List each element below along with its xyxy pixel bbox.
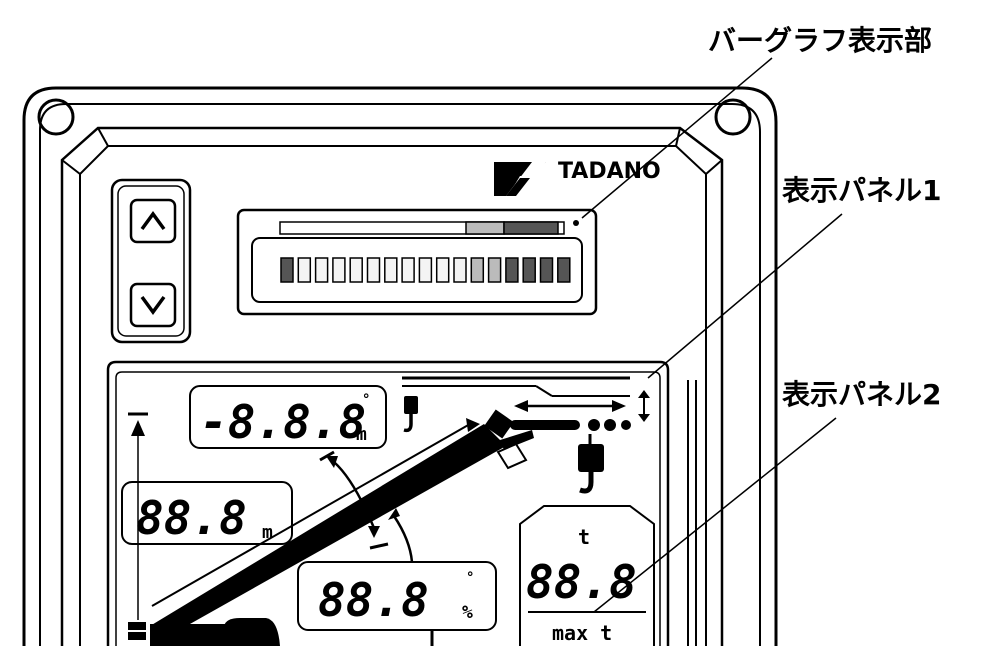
leader-line-panel-1 bbox=[647, 213, 843, 379]
bar-graph-segments bbox=[280, 257, 571, 283]
hook-small-icon bbox=[403, 396, 418, 433]
bar-graph-strip-dark bbox=[503, 221, 559, 235]
bar-graph-segment bbox=[418, 257, 433, 283]
bar-graph-segment bbox=[487, 257, 502, 283]
readout-radius-value: -8.8.8 bbox=[200, 395, 366, 449]
bar-graph-segment bbox=[332, 257, 346, 283]
readout-length-value: 88.8 bbox=[136, 491, 247, 545]
readout-radius-deg-unit: ° bbox=[362, 392, 370, 408]
down-button[interactable] bbox=[129, 282, 177, 328]
bar-graph-segment bbox=[522, 257, 536, 283]
bar-graph-segment bbox=[366, 257, 381, 283]
tadano-logo-icon bbox=[494, 162, 546, 196]
callout-panel-2-label: 表示パネル2 bbox=[782, 378, 941, 411]
leader-line-bar-graph bbox=[581, 57, 773, 219]
chevron-down-icon bbox=[140, 295, 166, 315]
screw-hole-left bbox=[37, 98, 75, 136]
hook-large-icon bbox=[578, 434, 604, 494]
bar-graph-segment bbox=[297, 257, 312, 283]
button-housing-inner bbox=[117, 185, 185, 337]
jib-arrow-icon bbox=[402, 376, 650, 431]
bar-graph-strip-mid bbox=[465, 221, 505, 235]
readout-load-unit: t bbox=[578, 525, 590, 549]
bar-graph-segment bbox=[435, 257, 450, 283]
display-panel-1 bbox=[106, 360, 670, 646]
bar-graph-indicator-dot bbox=[573, 220, 579, 226]
readout-radius-m-unit: m bbox=[356, 424, 367, 445]
up-button[interactable] bbox=[129, 198, 177, 244]
bar-graph-segment bbox=[453, 257, 467, 283]
screw-hole-right bbox=[714, 98, 752, 136]
readout-boom-deg-unit: ° bbox=[466, 570, 474, 586]
faceplate-inner bbox=[79, 145, 707, 646]
brand-name: TADANO bbox=[558, 159, 661, 184]
callout-bar-graph-label: バーグラフ表示部 bbox=[708, 24, 932, 57]
readout-load-box bbox=[519, 505, 655, 646]
bar-graph-segment bbox=[539, 257, 554, 283]
bar-graph-display bbox=[236, 208, 598, 316]
bar-graph-segment bbox=[349, 257, 363, 283]
housing-inner-rim bbox=[39, 103, 761, 646]
bar-graph-segment bbox=[470, 257, 485, 283]
display-panel-1-inner bbox=[115, 371, 661, 646]
readout-length-box bbox=[121, 481, 293, 545]
bar-graph-segment bbox=[384, 257, 398, 283]
bar-graph-segment bbox=[280, 257, 294, 283]
readout-boom-pct-unit: % bbox=[462, 602, 473, 623]
leader-line-panel-2 bbox=[593, 417, 837, 613]
bar-graph-segment bbox=[401, 257, 415, 283]
bar-graph-segment bbox=[314, 257, 329, 283]
callout-panel-1-label: 表示パネル1 bbox=[782, 174, 941, 207]
outer-housing bbox=[22, 86, 778, 646]
readout-radius-box bbox=[189, 385, 387, 449]
readout-boom-value: 88.8 bbox=[318, 573, 429, 627]
readout-load-value: 88.8 bbox=[526, 555, 637, 609]
chevron-up-icon bbox=[140, 211, 166, 231]
angle-arc-icon bbox=[319, 450, 414, 563]
bar-graph-segment bbox=[505, 257, 519, 283]
bar-graph-segment bbox=[557, 257, 571, 283]
readout-load-max-label: max t bbox=[552, 621, 612, 645]
bar-graph-window bbox=[251, 237, 583, 303]
crane-boom-icon bbox=[128, 409, 534, 646]
readout-boom-box bbox=[297, 561, 497, 631]
readout-length-unit: m bbox=[262, 522, 273, 543]
button-housing bbox=[110, 178, 192, 344]
faceplate-bevel bbox=[60, 126, 724, 646]
